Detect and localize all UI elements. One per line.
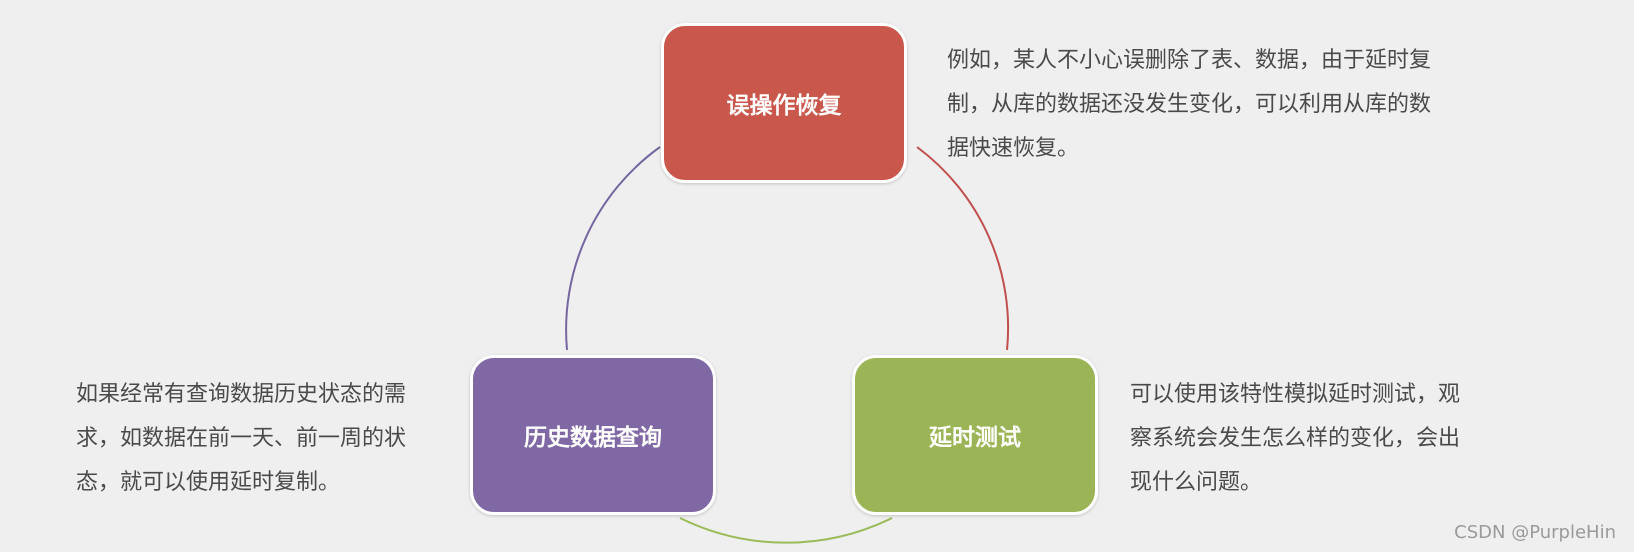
node-delay-test: 延时测试 xyxy=(852,355,1098,515)
description-delay-test: 可以使用该特性模拟延时测试，观 察系统会发生怎么样的变化，会出 现什么问题。 xyxy=(1130,373,1510,505)
description-history-query: 如果经常有查询数据历史状态的需 求，如数据在前一天、前一周的状 态，就可以使用延… xyxy=(76,373,446,505)
description-line: 现什么问题。 xyxy=(1130,470,1263,495)
node-delay-test-label: 延时测试 xyxy=(929,425,1021,451)
description-line: 如果经常有查询数据历史状态的需 xyxy=(76,382,407,407)
node-error-recovery: 误操作恢复 xyxy=(661,23,907,183)
node-error-recovery-label: 误操作恢复 xyxy=(726,93,842,119)
connector-top-to-right xyxy=(916,146,1010,351)
watermark: CSDN @PurpleHin xyxy=(1454,522,1616,543)
description-error-recovery: 例如，某人不小心误删除了表、数据，由于延时复 制，从库的数据还没发生变化，可以利… xyxy=(947,39,1487,171)
description-line: 据快速恢复。 xyxy=(947,136,1080,161)
description-line: 求，如数据在前一天、前一周的状 xyxy=(76,426,407,451)
description-line: 例如，某人不小心误删除了表、数据，由于延时复 xyxy=(947,48,1432,73)
node-history-query: 历史数据查询 xyxy=(470,355,716,515)
description-line: 可以使用该特性模拟延时测试，观 xyxy=(1130,382,1461,407)
node-history-query-label: 历史数据查询 xyxy=(524,425,662,451)
description-line: 制，从库的数据还没发生变化，可以利用从库的数 xyxy=(947,92,1432,117)
connector-left-to-top xyxy=(565,146,661,351)
connector-right-to-left xyxy=(679,517,893,544)
description-line: 察系统会发生怎么样的变化，会出 xyxy=(1130,426,1461,451)
description-line: 态，就可以使用延时复制。 xyxy=(76,470,341,495)
